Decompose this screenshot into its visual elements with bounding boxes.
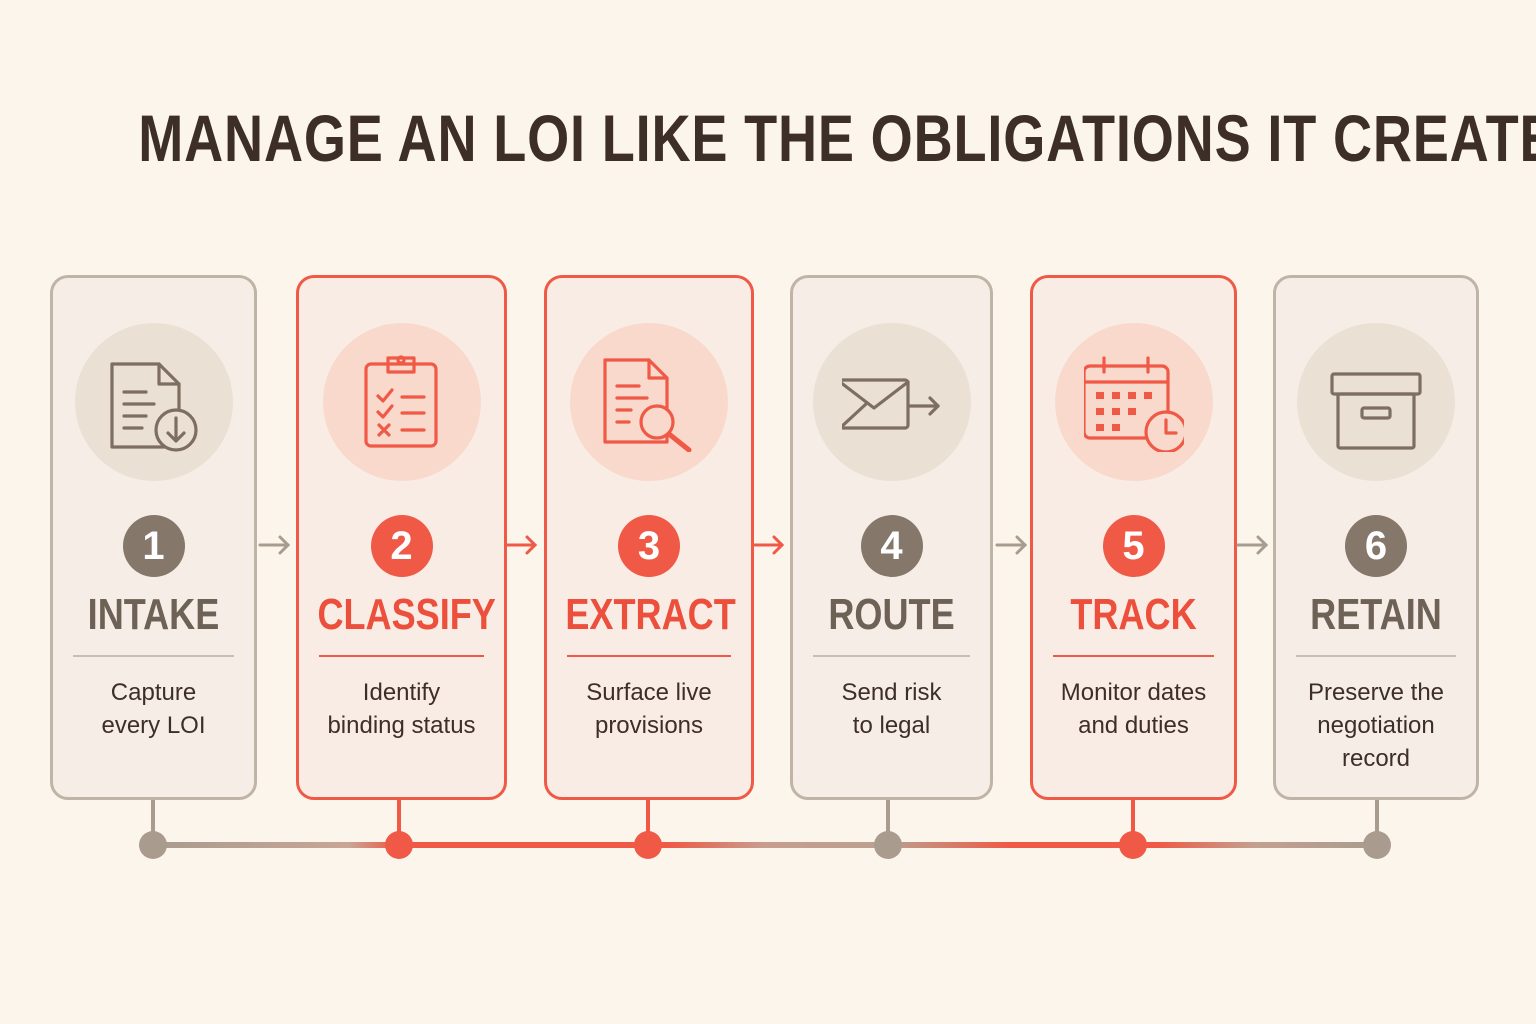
- arrow-right-icon: [1236, 535, 1269, 555]
- step-title: CLASSIFY: [317, 590, 496, 639]
- timeline-node: [139, 831, 167, 859]
- step-description: Monitor dates and duties: [1060, 679, 1207, 739]
- divider: [567, 655, 731, 657]
- step-title: EXTRACT: [565, 590, 736, 639]
- timeline-node: [1363, 831, 1391, 859]
- step-number: 4: [860, 515, 923, 577]
- timeline-node: [1119, 831, 1147, 859]
- step-card-route: 4 ROUTE Send risk to legal: [790, 275, 993, 800]
- document-search-icon: [603, 358, 692, 452]
- timeline-connectors: [151, 800, 1379, 845]
- step-title: TRACK: [1070, 590, 1197, 639]
- page-title: MANAGE AN LOI LIKE THE OBLIGATIONS IT CR…: [138, 101, 1536, 175]
- step-card-intake: 1 INTAKE Capture every LOI: [50, 275, 257, 800]
- step-title: INTAKE: [87, 590, 220, 639]
- step-description: Send risk to legal: [841, 679, 942, 739]
- arrow-right-icon: [505, 535, 538, 555]
- step-number: 3: [618, 515, 680, 577]
- divider: [319, 655, 484, 657]
- archive-box-icon: [1330, 372, 1422, 450]
- divider: [813, 655, 970, 657]
- step-number: 5: [1102, 515, 1165, 577]
- icon-circle: [812, 323, 971, 481]
- divider: [1296, 655, 1456, 657]
- arrow-right-icon: [995, 535, 1028, 555]
- timeline-node: [874, 831, 902, 859]
- step-card-extract: 3 EXTRACT Surface live provisions: [544, 275, 754, 800]
- calendar-clock-icon: [1083, 356, 1184, 452]
- step-description: Surface live provisions: [586, 679, 712, 739]
- step-title: ROUTE: [828, 590, 955, 639]
- icon-circle: [322, 323, 481, 481]
- envelope-arrow-icon: [841, 378, 940, 430]
- icon-circle: [74, 323, 233, 481]
- step-card-retain: 6 RETAIN Preserve the negotiation record: [1273, 275, 1479, 800]
- step-number: 2: [370, 515, 433, 577]
- step-title: RETAIN: [1310, 590, 1442, 639]
- divider: [1053, 655, 1214, 657]
- step-description: Preserve the negotiation record: [1307, 679, 1445, 772]
- icon-circle: [1054, 323, 1213, 481]
- step-card-classify: 2 CLASSIFY Identify binding status: [296, 275, 507, 800]
- step-description: Identify binding status: [327, 679, 476, 739]
- step-description: Capture every LOI: [101, 679, 206, 739]
- clipboard-checklist-icon: [363, 355, 438, 448]
- document-download-icon: [109, 362, 198, 452]
- step-number: 1: [122, 515, 185, 577]
- step-card-track: 5 TRACK Monitor dates and duties: [1030, 275, 1237, 800]
- arrow-right-icon: [258, 535, 291, 555]
- arrow-right-icon: [752, 535, 785, 555]
- icon-circle: [570, 323, 728, 481]
- step-number: 6: [1345, 515, 1407, 577]
- timeline-node: [385, 831, 413, 859]
- timeline-node: [634, 831, 662, 859]
- icon-circle: [1297, 323, 1455, 481]
- divider: [73, 655, 234, 657]
